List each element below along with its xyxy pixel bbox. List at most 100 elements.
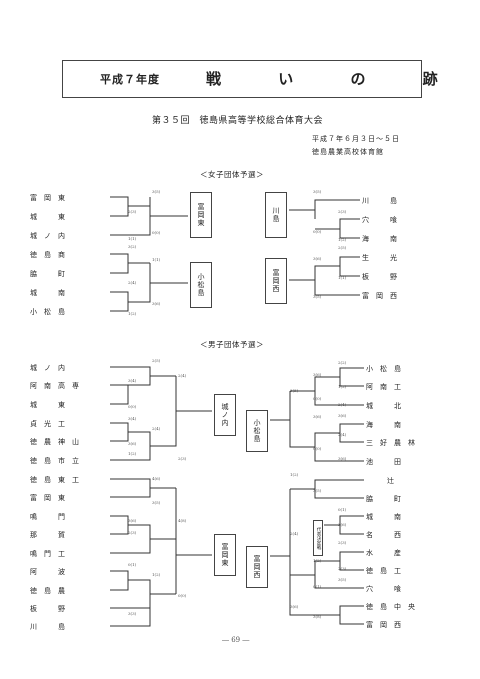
match-score: 2(3) (128, 209, 137, 214)
bracket-line (110, 478, 151, 498)
team-name: 小 松 島 (30, 308, 65, 316)
womens-winner-box: 川島 (265, 192, 287, 238)
team-name: 鳴 門 工 (30, 550, 65, 558)
team-name: 池 田 (366, 458, 401, 466)
match-score: 3(5) (313, 488, 322, 493)
womens-winner-box: 小松島 (190, 262, 212, 308)
match-score: 1(2) (152, 572, 161, 577)
match-score: 3(4) (128, 378, 137, 383)
banner-main-title: 戦 い の 跡 (206, 70, 464, 88)
team-name: 阿 南 工 (366, 383, 401, 391)
banner-year: 平成７年度 (100, 73, 160, 86)
team-name: 阿 南 高 専 (30, 382, 79, 390)
womens-heading: ＜女子団体予選＞ (200, 170, 264, 179)
match-score: 3(6) (338, 413, 347, 418)
match-score: 0(0) (152, 230, 161, 235)
match-score: 1(2) (128, 311, 137, 316)
match-score: 0(0) (178, 593, 187, 598)
bracket-line (110, 196, 129, 217)
match-score: 3(6) (128, 518, 137, 523)
mens-winner-box: 城ノ内 (214, 394, 236, 436)
womens-winner-box: 富岡西 (265, 258, 287, 304)
team-name: 穴 喰 (366, 585, 401, 593)
match-score: 3(6) (128, 441, 137, 446)
bracket-line (110, 422, 129, 442)
team-name: 貞 光 工 (30, 420, 65, 428)
bracket-line (339, 218, 360, 239)
team-name: 徳 島 東 工 (30, 476, 79, 484)
bracket-line (110, 291, 129, 312)
team-name: 名 西 (366, 531, 401, 539)
bracket-line (339, 551, 364, 571)
team-name: 那 賀 (30, 531, 65, 539)
team-name: 富 岡 西 (362, 292, 397, 300)
match-score: 0(1) (128, 562, 137, 567)
team-name: 徳 島 農 (30, 587, 65, 595)
team-name: 脇 町 (366, 495, 401, 503)
match-score: 0(1) (313, 584, 322, 589)
match-score: 3(6) (290, 604, 299, 609)
team-name: 富 岡 東 (30, 494, 65, 502)
match-score: 0(1) (338, 507, 347, 512)
team-name: 穴 喰 (362, 216, 397, 224)
match-score: 0(0) (313, 396, 322, 401)
match-score: 2(4) (338, 432, 347, 437)
match-score: 1(1) (338, 275, 347, 280)
bracket-line (110, 570, 129, 591)
match-score: 3(3) (128, 611, 137, 616)
team-name: 徳 島 商 (30, 251, 65, 259)
team-name: 城 北 (366, 402, 401, 410)
match-score: 3(6) (338, 522, 347, 527)
team-name: 辻 (366, 477, 394, 485)
team-name: 水 産 (366, 549, 401, 557)
team-name: 徳 島 市 立 (30, 457, 79, 465)
bracket-line (314, 265, 360, 296)
womens-winner-box: 富岡東 (190, 192, 212, 238)
team-name: 城 東 (30, 213, 65, 221)
match-score: 2(4) (128, 280, 137, 285)
team-name: 徳 島 工 (366, 567, 401, 575)
mens-winner-box: 富岡東 (214, 534, 236, 576)
team-name: 徳 島 中 央 (366, 603, 415, 611)
match-score: 3(8) (313, 614, 322, 619)
match-score: 3(5) (152, 500, 161, 505)
team-name: 川 島 (30, 623, 65, 631)
team-name: 生 光 (362, 254, 397, 262)
team-name: 徳 農 神 山 (30, 438, 79, 446)
bracket-line (339, 256, 360, 277)
team-name: 阿 波 (30, 568, 65, 576)
match-score: 1(2) (338, 237, 347, 242)
match-score: 3(5) (313, 294, 322, 299)
bracket-line (110, 197, 151, 236)
team-name: 城 南 (30, 289, 65, 297)
match-score: 3(5) (152, 189, 161, 194)
match-score: 1(1) (128, 236, 137, 241)
match-score: 3(4) (128, 416, 137, 421)
match-score: 3(2) (128, 244, 137, 249)
bracket-line (110, 384, 129, 405)
match-score: 4(6) (152, 476, 161, 481)
team-name: 川 島 (362, 197, 397, 205)
team-name: 三 好 農 林 (366, 439, 415, 447)
team-name: 城 ノ 内 (30, 364, 65, 372)
mens-heading: ＜男子団体予選＞ (200, 340, 264, 349)
bracket-line (314, 199, 360, 219)
bracket-line (110, 608, 151, 627)
team-name: 鳴 門 (30, 513, 65, 521)
bracket-line (339, 423, 364, 443)
bracket-line (128, 263, 151, 303)
match-score: 3(6) (313, 372, 322, 377)
team-name: 脇 町 (30, 270, 65, 278)
bracket-line (339, 605, 364, 625)
bracket-line (110, 524, 151, 554)
bracket-line (110, 579, 151, 609)
bracket-line (314, 479, 364, 499)
bracket-line (289, 489, 340, 616)
team-name: 城 東 (30, 401, 65, 409)
bracket-line (339, 515, 364, 535)
match-score: 4(8) (178, 518, 187, 523)
match-score: 3(6) (338, 456, 347, 461)
match-score: 2(3) (178, 456, 187, 461)
tournament-date: 平成７年６月３日～５日 (312, 135, 400, 143)
